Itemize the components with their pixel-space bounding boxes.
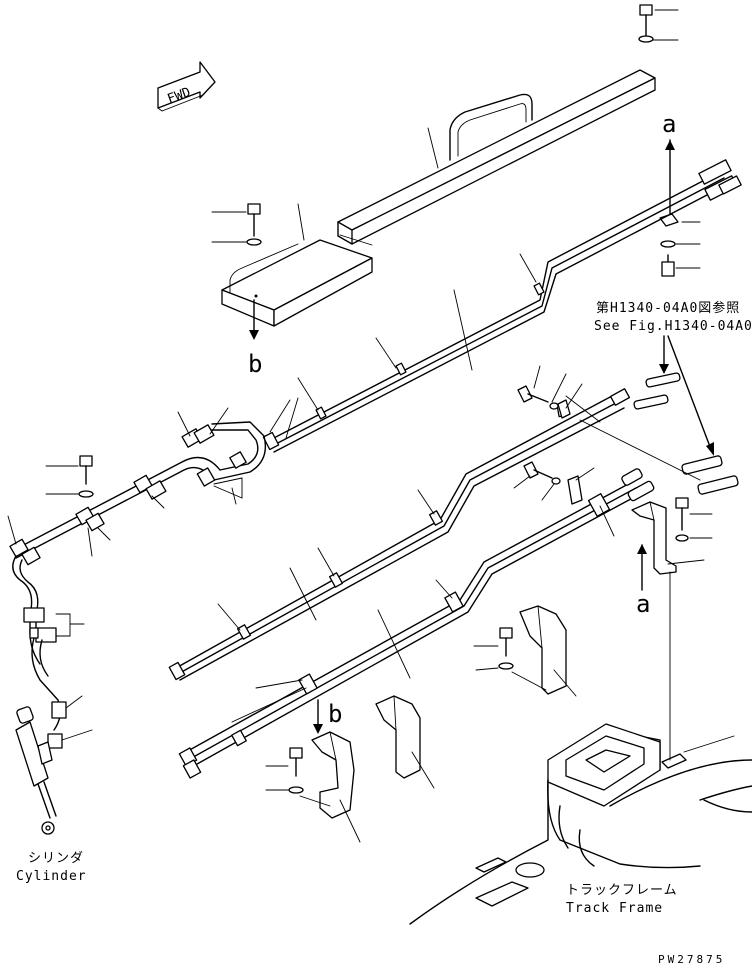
hose-clamp-bolt-left (45, 455, 94, 498)
upper-cover-bolt (638, 4, 679, 43)
hydraulic-cylinder (15, 706, 57, 835)
track-frame-label-en: Track Frame (566, 901, 663, 916)
cylinder-label-en: Cylinder (16, 869, 87, 884)
left-hose-fittings (9, 421, 267, 566)
lower-hydraulic-pipes (178, 468, 655, 779)
pipe-bracket-right (631, 497, 713, 575)
lower-cover-bolt (211, 203, 262, 340)
pipe-bracket-mid-right (473, 605, 577, 697)
forward-direction-arrow: FWD (157, 61, 216, 112)
ref-b-top: b (248, 350, 262, 378)
pipe-bracket-center (375, 695, 435, 789)
ref-a-bottom: a (636, 590, 650, 618)
track-frame (409, 571, 752, 925)
upper-cover-plate (337, 69, 656, 246)
pipe-clamp-bolt-right (659, 213, 701, 277)
pipe-clamp-bolt-middle (513, 365, 595, 505)
pipe-fittings-upper-right (633, 372, 739, 495)
drawing-number: PW27875 (658, 953, 725, 966)
upper-hydraulic-pipes (262, 159, 742, 453)
see-fig-jp: 第H1340-04A0図参照 (596, 300, 740, 316)
see-fig-en: See Fig.H1340-04A0 (594, 319, 752, 334)
pipe-bracket-lower-left (265, 731, 361, 843)
cylinder-label-jp: シリンダ (28, 851, 84, 866)
lower-cover-plate (221, 239, 373, 327)
cylinder-hoses (12, 555, 93, 749)
ref-a-top: a (662, 110, 676, 138)
track-frame-label-jp: トラックフレーム (566, 883, 678, 898)
ref-b-bottom: b (328, 700, 342, 728)
